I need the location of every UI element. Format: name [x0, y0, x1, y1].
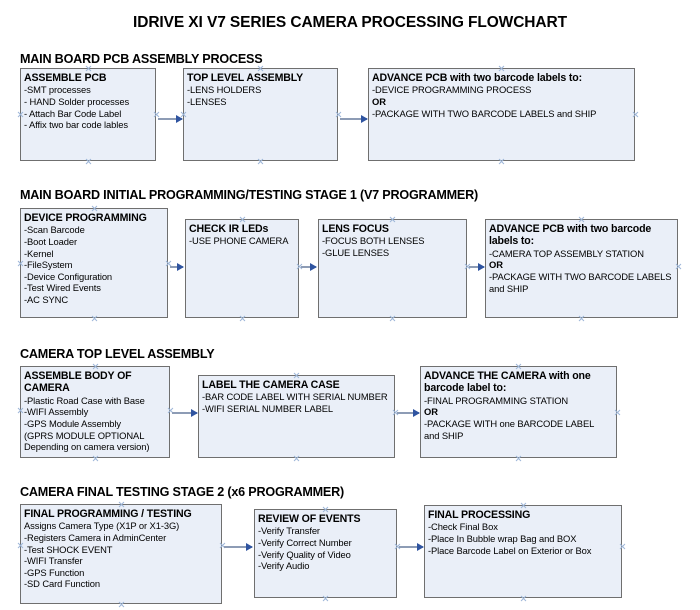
arrow-head-icon [417, 543, 424, 551]
flow-box-review-of-events[interactable]: REVIEW OF EVENTS -Verify Transfer -Verif… [254, 509, 397, 598]
flow-box-line: -LENS HOLDERS [187, 84, 262, 96]
flow-box-advance-pcb-two-barcode-labels[interactable]: ADVANCE PCB with two barcode labels to: … [368, 68, 635, 161]
flow-box-line: -Test Wired Events [24, 282, 101, 294]
flow-box-heading: TOP LEVEL ASSEMBLY [187, 72, 304, 84]
flow-box-line: -FileSystem [24, 259, 73, 271]
flow-box-assemble-body-of-camera[interactable]: ASSEMBLE BODY OF CAMERA -Plastic Road Ca… [20, 366, 170, 458]
flow-box-line: -CAMERA TOP ASSEMBLY STATION [489, 247, 644, 259]
flow-box-line: -SMT processes [24, 84, 91, 96]
flow-box-line: -Verify Audio [258, 560, 310, 572]
flow-box-line-or: OR [489, 259, 503, 271]
flow-box-line: -PACKAGE WITH one BARCODE LABEL [424, 418, 595, 429]
flow-box-line: -GLUE LENSES [322, 247, 390, 258]
flow-box-line: -Device Configuration [24, 270, 113, 282]
flow-box-line: - Affix two bar code lables [24, 119, 128, 131]
flow-box-line: -Verify Quality of Video [258, 548, 351, 560]
flow-box-heading: ADVANCE PCB with two barcode labels to: [372, 72, 582, 84]
flow-box-label-the-camera-case[interactable]: LABEL THE CAMERA CASE -BAR CODE LABEL WI… [198, 375, 395, 458]
flow-box-line: -USE PHONE CAMERA [189, 235, 289, 247]
flow-box-line: -Plastic Road Case with Base [24, 394, 145, 406]
flow-box-line: -Boot Loader [24, 236, 78, 247]
flow-box-check-ir-leds[interactable]: CHECK IR LEDs -USE PHONE CAMERA [185, 219, 299, 318]
connector-check-ir-leds-to-lens-focus [301, 263, 317, 271]
flow-box-line: -Registers Camera in AdminCenter [24, 532, 167, 543]
arrow-head-icon [246, 543, 253, 551]
arrow-head-icon [310, 263, 317, 271]
flow-box-heading: FINAL PROGRAMMING / TESTING [24, 508, 192, 520]
arrow-head-icon [191, 409, 198, 417]
connector-review-of-events-to-final-processing [399, 543, 424, 551]
flow-box-line: -Check Final Box [428, 521, 498, 533]
flow-box-line: -BAR CODE LABEL WITH SERIAL NUMBER [202, 391, 388, 403]
flow-box-line: -WIFI Transfer [24, 555, 83, 567]
flow-box-line: Assigns Camera Type (X1P or X1-3G) [24, 520, 180, 532]
arrow-head-icon [413, 409, 420, 417]
flow-box-advance-pcb-two-barcode-labels-2[interactable]: ADVANCE PCB with two barcode labels to: … [485, 219, 678, 318]
connector-assemble-body-to-label-case [172, 409, 198, 417]
flow-box-line: -DEVICE PROGRAMMING PROCESS [372, 84, 532, 96]
page-title: IDRIVE XI V7 SERIES CAMERA PROCESSING FL… [133, 14, 567, 31]
flow-box-heading: ASSEMBLE BODY OF CAMERA [24, 370, 132, 395]
flow-box-heading: LENS FOCUS [322, 223, 389, 235]
flow-box-line: -LENSES [187, 96, 227, 107]
flow-box-line: -Place In Bubble wrap Bag and BOX [428, 533, 577, 544]
arrow-head-icon [176, 115, 183, 123]
flow-box-line: -PACKAGE WITH TWO BARCODE LABELS and SHI… [372, 107, 597, 119]
flow-box-heading: ADVANCE THE CAMERA with one barcode labe… [424, 370, 591, 395]
flow-box-lens-focus[interactable]: LENS FOCUS -FOCUS BOTH LENSES -GLUE LENS… [318, 219, 467, 318]
flow-box-line: -SD Card Function [24, 578, 100, 590]
flow-box-line: -GPS Module Assembly [24, 418, 121, 429]
flow-box-heading: DEVICE PROGRAMMING [24, 212, 147, 224]
flow-box-line: and SHIP [489, 282, 529, 294]
arrow-head-icon [361, 115, 368, 123]
flow-box-line-or: OR [424, 406, 438, 418]
flow-box-line: -Place Barcode Label on Exterior or Box [428, 544, 592, 556]
flow-box-heading: REVIEW OF EVENTS [258, 513, 361, 525]
flow-box-advance-the-camera-one-barcode-label[interactable]: ADVANCE THE CAMERA with one barcode labe… [420, 366, 617, 458]
connector-label-case-to-advance-camera [397, 409, 420, 417]
connector-device-programming-to-check-ir-leds [170, 263, 184, 271]
flow-box-line: -Test SHOCK EVENT [24, 543, 113, 555]
flow-box-assemble-pcb[interactable]: ASSEMBLE PCB -SMT processes - HAND Solde… [20, 68, 156, 161]
arrow-head-icon [177, 263, 184, 271]
flow-box-line: - HAND Solder processes [24, 96, 130, 107]
flow-box-line: -Verify Correct Number [258, 537, 352, 548]
flow-box-line: -PACKAGE WITH TWO BARCODE LABELS [489, 271, 672, 282]
section-title-camera-top-level-assembly: CAMERA TOP LEVEL ASSEMBLY [20, 347, 215, 361]
flow-box-line: -Kernel [24, 247, 54, 259]
flow-box-line: -GPS Function [24, 566, 85, 578]
flow-box-heading: ASSEMBLE PCB [24, 72, 107, 84]
flow-box-line: Depending on camera version) [24, 441, 150, 453]
flow-box-heading: CHECK IR LEDs [189, 223, 269, 235]
section-title-camera-final-testing-stage-2: CAMERA FINAL TESTING STAGE 2 (x6 PROGRAM… [20, 485, 345, 499]
flow-box-line: -FINAL PROGRAMMING STATION [424, 394, 569, 406]
flow-box-line: -FOCUS BOTH LENSES [322, 235, 425, 247]
flow-box-line: and SHIP [424, 429, 464, 441]
flow-box-final-programming-testing[interactable]: FINAL PROGRAMMING / TESTING Assigns Came… [20, 504, 222, 604]
flow-box-device-programming[interactable]: DEVICE PROGRAMMING -Scan Barcode -Boot L… [20, 208, 168, 318]
flow-box-final-processing[interactable]: FINAL PROCESSING -Check Final Box -Place… [424, 505, 622, 598]
flow-box-line: -WIFI Assembly [24, 406, 89, 418]
connector-assemble-pcb-to-top-level-assembly [158, 115, 183, 123]
flow-box-line: -Verify Transfer [258, 525, 320, 537]
arrow-head-icon [478, 263, 485, 271]
flow-box-line: -Scan Barcode [24, 224, 85, 236]
flow-box-heading: LABEL THE CAMERA CASE [202, 379, 340, 391]
connector-top-level-assembly-to-advance-pcb [340, 115, 368, 123]
flow-box-line: - Attach Bar Code Label [24, 107, 122, 119]
section-title-main-board-initial-programming-testing-stage-1: MAIN BOARD INITIAL PROGRAMMING/TESTING S… [20, 188, 479, 202]
flow-box-heading: ADVANCE PCB with two barcode labels to: [489, 223, 652, 248]
flow-box-line: -AC SYNC [24, 293, 68, 305]
flow-box-top-level-assembly[interactable]: TOP LEVEL ASSEMBLY -LENS HOLDERS -LENSES [183, 68, 338, 161]
connector-final-programming-to-review-of-events [224, 543, 253, 551]
flow-box-line: -WIFI SERIAL NUMBER LABEL [202, 403, 334, 414]
flow-box-heading: FINAL PROCESSING [428, 509, 531, 521]
connector-lens-focus-to-advance-pcb [469, 263, 485, 271]
section-title-main-board-pcb-assembly-process: MAIN BOARD PCB ASSEMBLY PROCESS [20, 52, 263, 66]
flow-box-line: (GPRS MODULE OPTIONAL [24, 429, 145, 441]
flow-box-line-or: OR [372, 96, 386, 107]
